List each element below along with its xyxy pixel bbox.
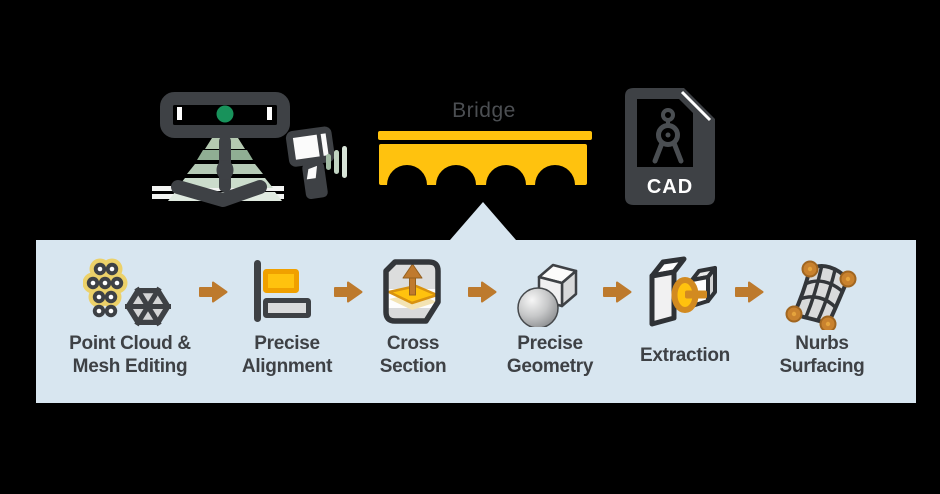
flow-item-precise-geometry: Precise Geometry (470, 254, 630, 380)
precise-alignment-icon (253, 260, 311, 322)
compass-icon (652, 108, 684, 164)
cad-file-icon: CAD (625, 88, 715, 205)
flow-label: Precise Geometry (506, 333, 594, 377)
scanner-lens-dot (216, 105, 234, 123)
precise-geometry-icon (517, 263, 578, 327)
flow-item-cross-section: Cross Section (333, 254, 493, 380)
flow-arrow-icon (735, 281, 764, 303)
control-point-dots (785, 260, 856, 330)
flow-label: Precise Alignment (241, 333, 333, 377)
flow-item-nurbs-surfacing: Nurbs Surfacing (742, 254, 902, 380)
extraction-icon (649, 256, 717, 327)
nurbs-surfacing-icon (785, 260, 856, 330)
flow-item-extraction: Extraction (605, 254, 765, 380)
handheld-scanner-icon (285, 126, 335, 200)
workflow-band: Point Cloud & Mesh Editing Precise Align… (36, 240, 916, 403)
flow-arrow-icon (468, 281, 497, 303)
band-pointer-notch (450, 202, 516, 240)
flow-item-point-cloud-mesh: Point Cloud & Mesh Editing (50, 254, 210, 380)
flow-arrow-icon (199, 281, 228, 303)
bridge-icon (378, 131, 592, 205)
point-cloud-mesh-icon (82, 258, 171, 327)
cross-section-icon (383, 259, 441, 324)
flow-arrow-icon (603, 281, 632, 303)
flow-item-precise-alignment: Precise Alignment (207, 254, 367, 380)
flow-label: Extraction (640, 344, 730, 366)
bridge-label: Bridge (452, 99, 516, 122)
cad-file-label: CAD (647, 176, 693, 198)
flow-label: Point Cloud & Mesh Editing (69, 333, 191, 377)
flow-label: Cross Section (379, 333, 447, 377)
flow-label: Nurbs Surfacing (779, 333, 865, 377)
flow-arrow-icon (334, 281, 363, 303)
3d-scanner-icon (152, 92, 347, 207)
